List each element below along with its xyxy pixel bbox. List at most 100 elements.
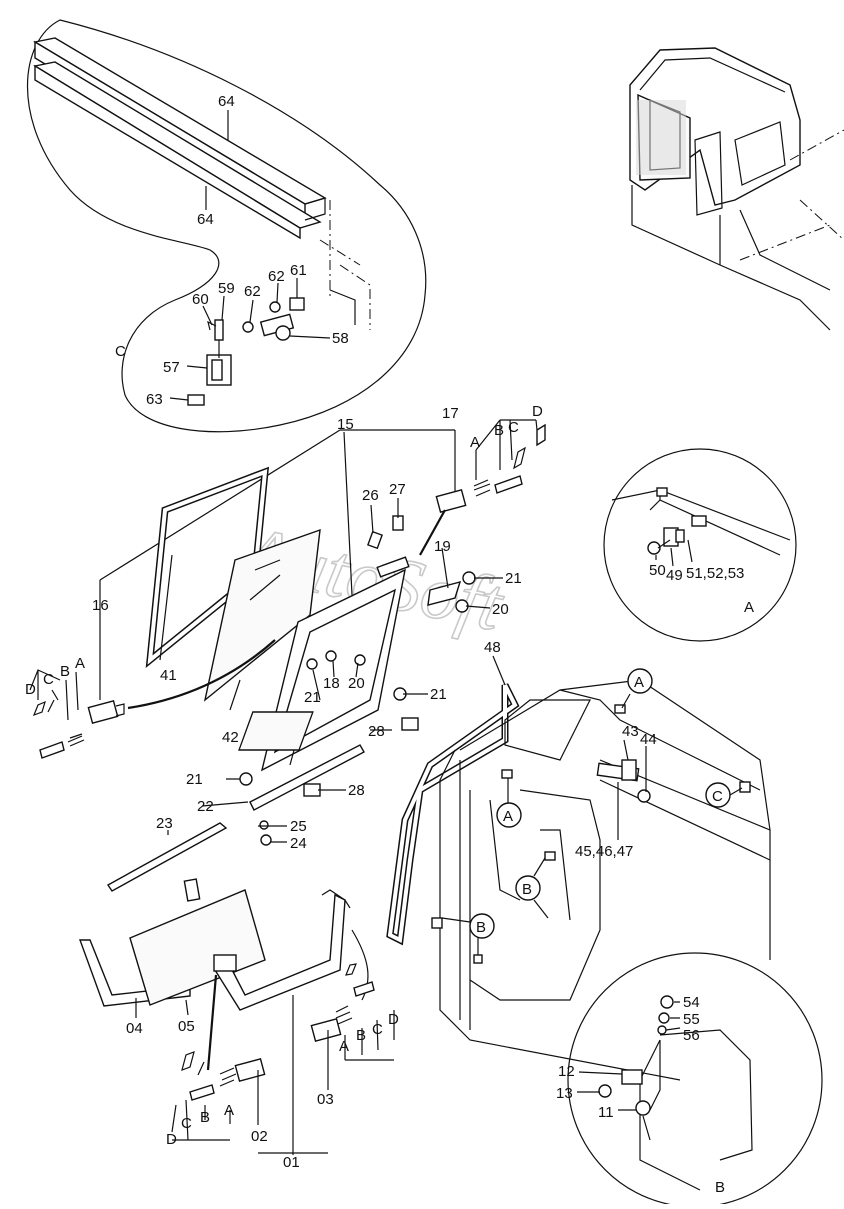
label-43: 43 xyxy=(622,723,639,740)
label-54: 54 xyxy=(683,994,700,1011)
washer-18-icon xyxy=(325,650,337,662)
callout-a-17: A xyxy=(470,434,480,451)
label-28a: 28 xyxy=(368,723,385,740)
label-48: 48 xyxy=(484,639,501,656)
label-19: 19 xyxy=(434,538,451,555)
lower-glass-05 xyxy=(129,889,266,1006)
callout-d-17: D xyxy=(532,403,543,420)
label-50: 50 xyxy=(649,562,666,579)
label-63: 63 xyxy=(146,391,163,408)
pin-60-icon xyxy=(207,320,217,331)
callout-circle-a-top: A xyxy=(627,668,653,694)
label-16: 16 xyxy=(92,597,109,614)
machine-cab-overview xyxy=(629,47,844,331)
bracket-12-icon xyxy=(621,1069,643,1085)
label-64b: 64 xyxy=(197,211,214,228)
callout-d-03: D xyxy=(388,1011,399,1028)
label-05: 05 xyxy=(178,1018,195,1035)
label-55: 55 xyxy=(683,1011,700,1028)
callout-circle-a-left: A xyxy=(496,778,522,828)
callout-b-16: B xyxy=(60,663,70,680)
detail-view-b: 54 55 56 12 13 11 B xyxy=(556,952,823,1208)
label-62b: 62 xyxy=(268,268,285,285)
label-57: 57 xyxy=(163,359,180,376)
label-03: 03 xyxy=(317,1091,334,1108)
label-28b: 28 xyxy=(348,782,365,799)
label-24: 24 xyxy=(290,835,307,852)
label-23: 23 xyxy=(156,815,173,832)
svg-text:C: C xyxy=(712,788,723,805)
latch-03 xyxy=(310,1018,342,1042)
washer-25-icon xyxy=(259,820,269,830)
label-02: 02 xyxy=(251,1128,268,1145)
label-17: 17 xyxy=(442,405,459,422)
label-62a: 62 xyxy=(244,283,261,300)
guide-28a-icon xyxy=(401,717,419,731)
striker-58 xyxy=(259,313,295,341)
label-42: 42 xyxy=(222,729,239,746)
cab-body: A C A B B 43 44 45,46,47 48 xyxy=(238,639,771,1081)
view-label-c: C xyxy=(115,343,126,360)
bolt-21d-icon xyxy=(239,772,253,786)
callout-c-03: C xyxy=(372,1021,383,1038)
bolt-54-icon xyxy=(660,995,674,1009)
window-assembly: 15 16 17 26 27 19 21 20 41 42 21 18 20 2… xyxy=(25,403,546,892)
lock-bolt-59 xyxy=(214,319,224,358)
washer-62a-icon xyxy=(242,321,254,333)
label-25: 25 xyxy=(290,818,307,835)
stopper-27-icon xyxy=(392,515,404,531)
label-13: 13 xyxy=(556,1085,573,1102)
callout-a-16: A xyxy=(75,655,85,672)
label-15: 15 xyxy=(337,416,354,433)
stopper-11-icon xyxy=(635,1100,651,1116)
seal-strip-64 xyxy=(33,37,327,240)
label-59: 59 xyxy=(218,280,235,297)
bolt-61-icon xyxy=(289,297,305,311)
bolt-24-icon xyxy=(260,834,272,846)
label-11: 11 xyxy=(598,1104,614,1121)
label-51-52-53: 51,52,53 xyxy=(686,565,744,582)
callout-d-16: D xyxy=(25,681,36,698)
detail-view-c: 64 64 59 60 62 62 61 58 57 63 C xyxy=(27,19,427,433)
bolt-13-icon xyxy=(598,1084,612,1098)
detail-view-a: 50 49 51,52,53 A xyxy=(603,448,797,642)
view-label-b: B xyxy=(715,1179,725,1196)
label-21d: 21 xyxy=(186,771,203,788)
latch-16 xyxy=(87,700,119,724)
label-20b: 20 xyxy=(348,675,365,692)
callout-b-17: B xyxy=(494,422,504,439)
stopper-26-icon xyxy=(367,530,383,550)
label-27: 27 xyxy=(389,481,406,498)
label-56: 56 xyxy=(683,1027,700,1044)
callout-c-02: C xyxy=(181,1115,192,1132)
washer-21b-icon xyxy=(306,658,318,670)
bolt-63-icon xyxy=(187,394,205,406)
label-41: 41 xyxy=(160,667,177,684)
lower-door-assembly: 04 05 01 02 03 D C B A A B C D xyxy=(79,878,399,1171)
label-21c: 21 xyxy=(430,686,447,703)
guide-28b-icon xyxy=(303,783,321,797)
svg-text:A: A xyxy=(634,674,644,691)
callout-circle-c: C xyxy=(705,782,743,808)
label-26: 26 xyxy=(362,487,379,504)
label-64a: 64 xyxy=(218,93,235,110)
callout-circle-b-mid: B xyxy=(515,857,549,919)
label-45-46-47: 45,46,47 xyxy=(575,843,633,860)
washer-62b-icon xyxy=(269,301,281,313)
bolt-20b-icon xyxy=(354,654,366,666)
frame-01 xyxy=(214,893,346,1011)
window-glass-42 xyxy=(203,528,321,702)
bolt-21a-icon xyxy=(462,571,476,585)
door-lock-57 xyxy=(206,354,232,386)
label-20a: 20 xyxy=(492,601,509,618)
door-seal-48 xyxy=(386,683,520,946)
hinge-19 xyxy=(427,580,462,606)
svg-text:B: B xyxy=(476,919,486,936)
bolt-50-icon xyxy=(647,541,661,555)
label-61: 61 xyxy=(290,262,307,279)
latch-17 xyxy=(435,489,467,513)
label-49: 49 xyxy=(666,567,683,584)
callout-circle-b-low: B xyxy=(441,913,495,955)
bolt-44-icon xyxy=(637,789,651,803)
